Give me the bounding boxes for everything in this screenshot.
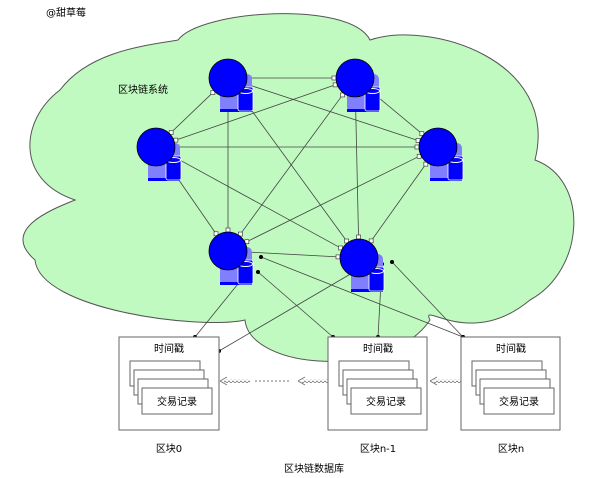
link-port (340, 92, 345, 98)
link-dot (259, 255, 263, 259)
peer-link (174, 156, 341, 249)
link-port (414, 144, 420, 150)
tx-stack (471, 360, 555, 415)
peer-link (240, 94, 343, 235)
peer-link (240, 94, 347, 242)
node-top-left[interactable] (208, 58, 254, 112)
block-n[interactable]: 时间戳 交易记录 区块n (460, 336, 561, 455)
database-label: 区块链数据库 (284, 462, 344, 475)
storage-link (391, 261, 464, 338)
node-circle-icon (418, 127, 458, 167)
node-bottom-left[interactable] (208, 231, 254, 285)
peer-link (355, 98, 359, 238)
chain-arrow-n-to-n-1 (429, 376, 461, 386)
chain-arrows (219, 376, 461, 386)
blocks: 时间戳 交易记录 区块0 时间戳 交易记录 区块n-1 时间 (118, 336, 561, 455)
watermark-text: @甜草莓 (46, 6, 86, 19)
chain-arrow-to-n-1 (297, 376, 328, 386)
link-port (423, 161, 429, 167)
link-port (419, 131, 425, 136)
server-base (351, 289, 383, 292)
peer-link (370, 163, 427, 242)
storage-link (257, 271, 334, 338)
server-base (430, 178, 462, 181)
server-base (148, 178, 180, 181)
nodes (136, 58, 464, 292)
peer-links (165, 75, 429, 260)
link-port (225, 227, 231, 233)
peer-link (247, 84, 419, 141)
link-dot (390, 260, 394, 264)
link-port (168, 130, 174, 135)
block-tx-label: 交易记录 (157, 395, 197, 408)
node-mid-left[interactable] (136, 127, 182, 181)
tx-stack (338, 360, 422, 415)
link-port (238, 231, 243, 237)
storage-link (260, 256, 464, 338)
chain-arrow-to-0 (219, 376, 250, 386)
link-port (356, 234, 361, 240)
server-base (220, 282, 252, 285)
block-n-minus-1[interactable]: 时间戳 交易记录 区块n-1 (327, 336, 428, 455)
link-port (210, 90, 216, 95)
peer-link (248, 251, 339, 258)
server-base (220, 109, 252, 112)
block-caption: 区块n-1 (360, 443, 396, 455)
block-tx-label: 交易记录 (499, 395, 539, 408)
node-circle-icon (208, 58, 248, 98)
server-base (347, 109, 379, 112)
node-circle-icon (339, 238, 379, 278)
node-circle-icon (208, 231, 248, 271)
link-port (344, 238, 349, 244)
node-circle-icon (335, 58, 375, 98)
storage-link (218, 261, 372, 352)
link-port (331, 75, 337, 81)
block-caption: 区块0 (156, 443, 182, 455)
link-port (335, 254, 341, 260)
node-bottom-right[interactable] (339, 238, 385, 292)
peer-link (246, 155, 420, 243)
block-timestamp-label: 时间戳 (363, 342, 393, 355)
block-tx-label: 交易记录 (366, 395, 406, 408)
link-port (368, 238, 374, 244)
block-caption: 区块n (498, 443, 524, 455)
node-circle-icon (136, 127, 176, 167)
node-mid-right[interactable] (418, 127, 464, 181)
block-timestamp-label: 时间戳 (496, 342, 526, 355)
block-timestamp-label: 时间戳 (154, 342, 184, 355)
peer-link (170, 92, 214, 133)
peer-link (175, 84, 336, 141)
tx-stack (129, 360, 213, 415)
block-0[interactable]: 时间戳 交易记录 区块0 (118, 336, 220, 455)
blockchain-system-cloud (22, 13, 575, 362)
cloud-label: 区块链系统 (118, 83, 168, 96)
link-dot (256, 270, 260, 274)
node-top-right[interactable] (335, 58, 381, 112)
